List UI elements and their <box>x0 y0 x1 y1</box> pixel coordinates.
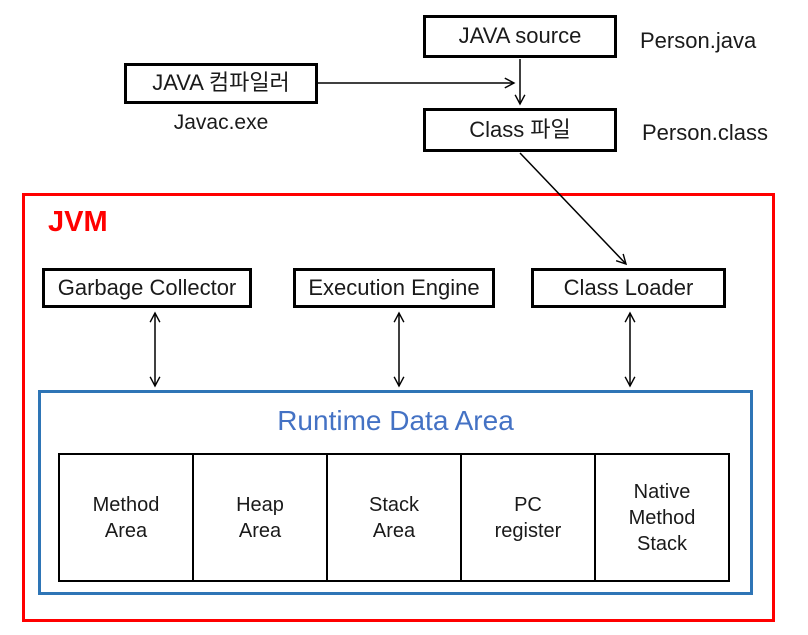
java-source-label: JAVA source <box>458 23 582 49</box>
stack-area-cell: Stack Area <box>326 453 462 582</box>
jvm-frame <box>22 193 775 622</box>
garbage-collector-box: Garbage Collector <box>42 268 252 308</box>
java-compiler-label: JAVA 컴파일러 <box>152 70 290 96</box>
heap-area-cell: Heap Area <box>192 453 328 582</box>
person-java-label: Person.java <box>640 28 757 53</box>
person-class-label: Person.class <box>642 120 768 145</box>
runtime-data-area-cells: Method Area Heap Area Stack Area PC regi… <box>58 453 730 582</box>
javac-exe-label: Javac.exe <box>173 111 269 134</box>
runtime-data-area-title: Runtime Data Area <box>277 405 514 436</box>
execution-engine-box: Execution Engine <box>293 268 495 308</box>
java-source-box: JAVA source <box>423 15 617 58</box>
class-file-label: Class 파일 <box>469 116 571 142</box>
execution-engine-label: Execution Engine <box>308 274 480 300</box>
class-loader-label: Class Loader <box>563 274 694 300</box>
class-file-box: Class 파일 <box>423 108 617 152</box>
jvm-label: JVM <box>48 206 108 238</box>
native-method-stack-cell: Native Method Stack <box>594 453 730 582</box>
pc-register-cell: PC register <box>460 453 596 582</box>
class-loader-box: Class Loader <box>531 268 726 308</box>
garbage-collector-label: Garbage Collector <box>57 274 237 300</box>
java-compiler-box: JAVA 컴파일러 <box>124 63 318 104</box>
method-area-cell: Method Area <box>58 453 194 582</box>
